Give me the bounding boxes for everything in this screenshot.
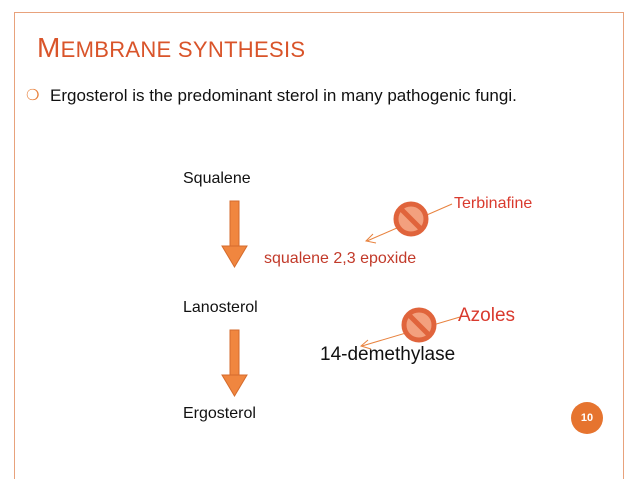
slide-frame-top (14, 12, 624, 13)
slide-frame-left (14, 12, 15, 479)
slide-frame-right (623, 12, 624, 479)
down-arrow-icon (221, 200, 248, 268)
down-arrow-icon (221, 329, 248, 397)
slide-title: MEMBRANE SYNTHESIS (37, 32, 305, 64)
inhibitor-terbinafine: Terbinafine (454, 195, 533, 212)
compound-ergosterol: Ergosterol (183, 405, 256, 422)
compound-squalene: Squalene (183, 170, 251, 187)
slide-title-rest: EMBRANE SYNTHESIS (60, 37, 306, 62)
bullet-item: ❍ Ergosterol is the predominant sterol i… (26, 84, 566, 108)
enzyme-squalene-epoxidase: squalene 2,3 epoxide (264, 250, 417, 267)
prohibition-icon (401, 307, 437, 343)
page-number-badge: 10 (571, 402, 603, 434)
inhibitor-azoles: Azoles (458, 305, 516, 326)
bullet-text: Ergosterol is the predominant sterol in … (50, 86, 517, 105)
prohibition-icon (393, 201, 429, 237)
enzyme-demethylase: 14-demethylase (320, 344, 456, 365)
compound-lanosterol: Lanosterol (183, 299, 258, 316)
ring-bullet-icon: ❍ (26, 86, 40, 104)
slide-title-initial: M (37, 32, 61, 63)
